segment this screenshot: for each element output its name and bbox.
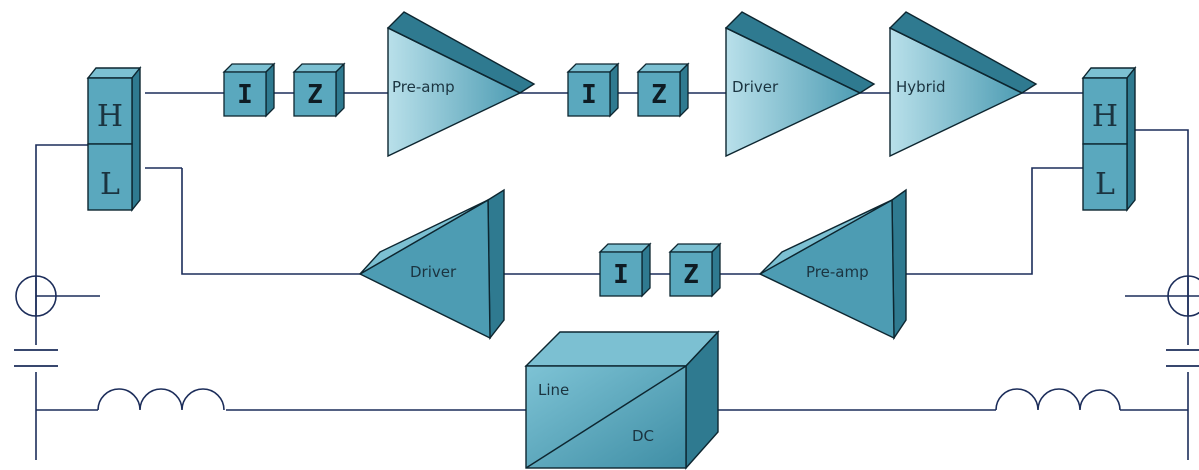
forward-preamp-label: Pre-amp bbox=[392, 78, 455, 96]
left-inductor-icon bbox=[97, 388, 225, 411]
return-equalizer-z: Z bbox=[668, 242, 722, 298]
forward-driver-label: Driver bbox=[732, 78, 779, 96]
left-coupler-icon bbox=[15, 275, 57, 317]
equalizer-z-label: Z bbox=[651, 80, 667, 110]
wires bbox=[35, 92, 1199, 460]
forward-driver-amplifier: Driver bbox=[724, 11, 876, 158]
return-driver-amplifier: Driver bbox=[358, 188, 505, 341]
left-hybrid-l-label: L bbox=[100, 167, 120, 202]
power-separator-line-label: Line bbox=[538, 381, 569, 399]
right-inductor-icon bbox=[995, 388, 1121, 411]
forward-equalizer-z-2: Z bbox=[636, 62, 690, 118]
power-separator-block: Line DC bbox=[524, 330, 720, 470]
forward-hybrid-amplifier: Hybrid bbox=[888, 11, 1038, 158]
right-coupler-icon bbox=[1167, 275, 1199, 317]
equalizer-i-label: I bbox=[613, 260, 629, 290]
equalizer-i-label: I bbox=[237, 80, 253, 110]
right-hybrid-l-label: L bbox=[1095, 167, 1115, 202]
return-preamp-amplifier: Pre-amp bbox=[758, 188, 907, 341]
forward-hybrid-label: Hybrid bbox=[896, 78, 946, 96]
power-separator-dc-label: DC bbox=[632, 427, 654, 445]
forward-preamp-amplifier: Pre-amp bbox=[386, 11, 536, 158]
left-hybrid-h-label: H bbox=[97, 99, 123, 134]
left-hybrid-block: H L bbox=[86, 66, 142, 212]
return-equalizer-i: I bbox=[598, 242, 652, 298]
equalizer-z-label: Z bbox=[683, 260, 699, 290]
left-capacitor-icon bbox=[14, 349, 58, 367]
forward-equalizer-i-2: I bbox=[566, 62, 620, 118]
right-capacitor-icon bbox=[1166, 349, 1199, 367]
equalizer-z-label: Z bbox=[307, 80, 323, 110]
forward-equalizer-z-1: Z bbox=[292, 62, 346, 118]
right-hybrid-block: H L bbox=[1081, 66, 1137, 212]
return-driver-label: Driver bbox=[410, 263, 457, 281]
return-preamp-label: Pre-amp bbox=[806, 263, 869, 281]
equalizer-i-label: I bbox=[581, 80, 597, 110]
right-hybrid-h-label: H bbox=[1092, 99, 1118, 134]
forward-equalizer-i-1: I bbox=[222, 62, 276, 118]
